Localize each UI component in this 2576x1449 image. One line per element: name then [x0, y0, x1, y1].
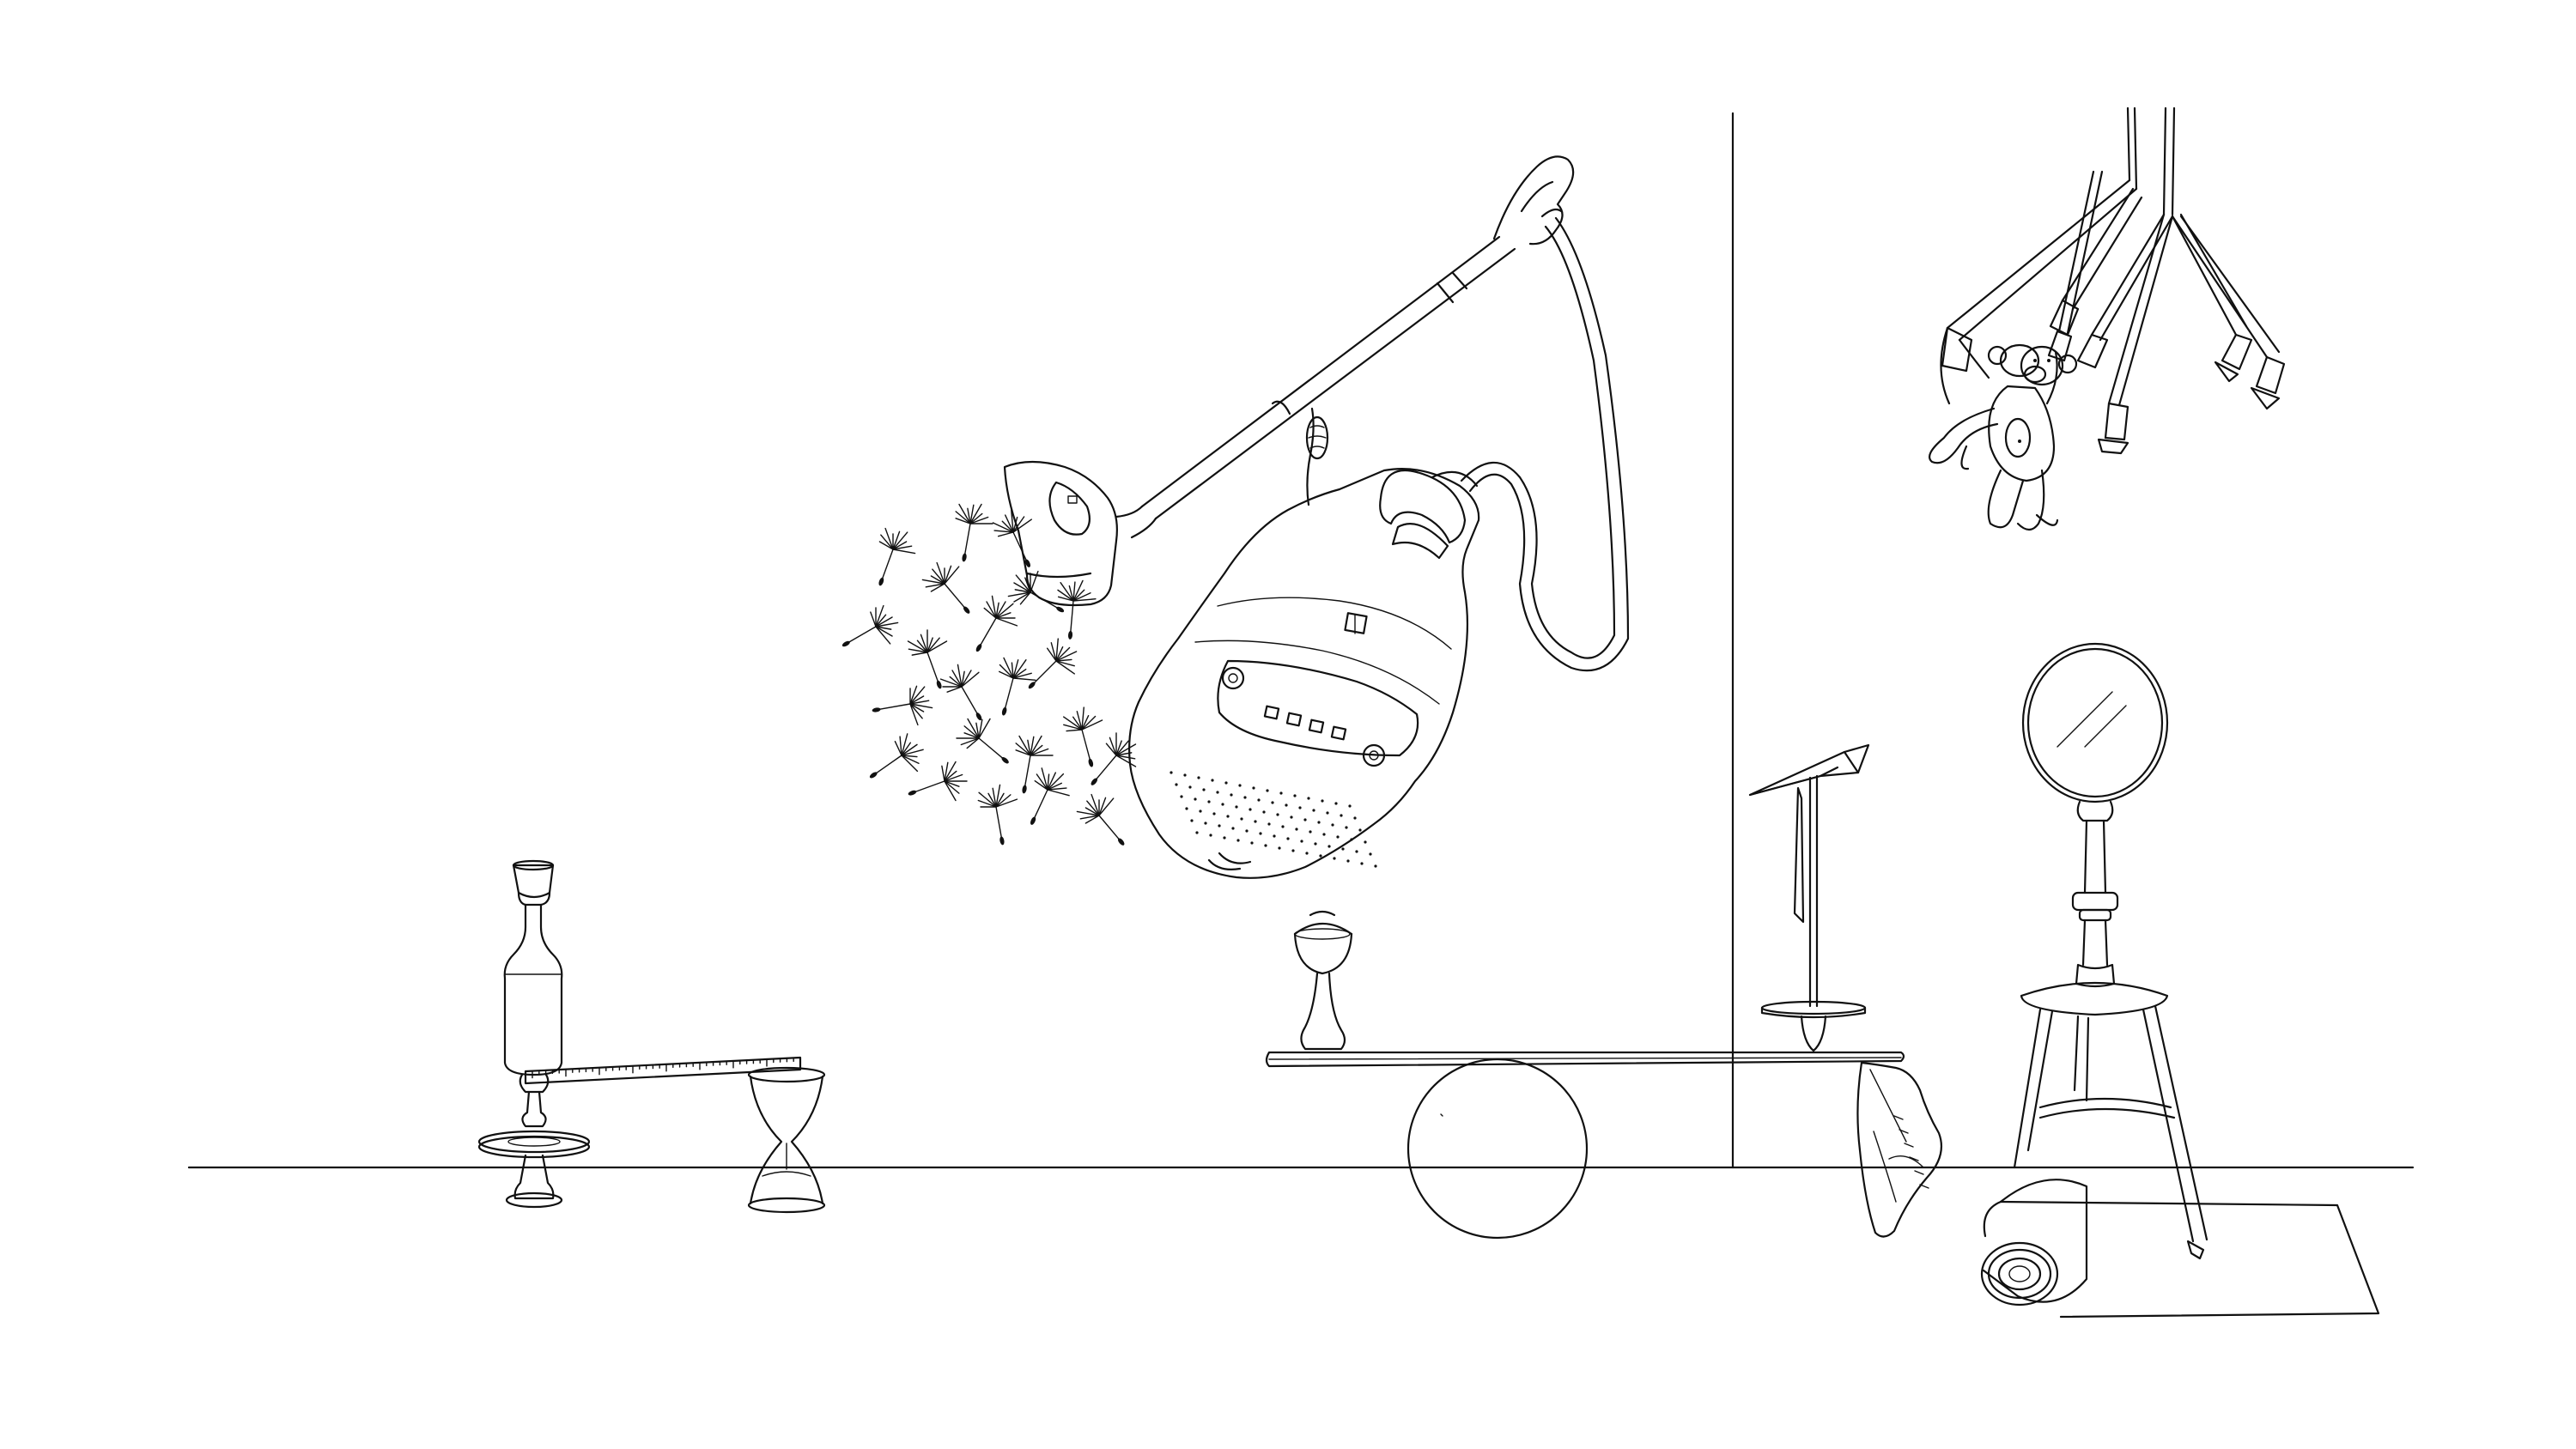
vacuum-hose — [1460, 216, 1630, 672]
dandelion-seed-icon — [1007, 570, 1065, 613]
dandelion-seed-icon — [1030, 767, 1070, 825]
dandelion-seed-icon — [1057, 579, 1097, 640]
dandelion-seed-icon — [1091, 732, 1137, 785]
dandelion-seed-icon — [1015, 735, 1054, 794]
hanging-monkey-mobile — [1929, 106, 2286, 531]
dandelion-seed-icon — [878, 527, 916, 586]
dandelion-seed-icon — [998, 657, 1036, 716]
dandelion-seed-icon — [908, 761, 968, 802]
dandelion-seed-icon — [1028, 638, 1078, 689]
vacuum-cleaner — [1128, 407, 1480, 879]
hourglass — [747, 1066, 826, 1214]
dandelion-seed-icon — [872, 685, 933, 726]
dandelion-seed-icon — [939, 664, 982, 721]
ruler — [524, 1056, 802, 1085]
dandelion-seed-icon — [977, 784, 1018, 846]
rolled-mat — [1980, 1179, 2380, 1319]
sphere-ball — [1406, 1058, 1589, 1240]
dandelion-seed-icon — [1076, 793, 1125, 846]
sneaker — [1856, 1061, 1942, 1238]
round-mirror-on-stool — [2013, 642, 2208, 1260]
dandelion-seed-icon — [841, 604, 899, 647]
dandelion-seed-icon — [921, 561, 970, 614]
dandelion-seed-icon — [992, 509, 1032, 567]
seesaw-plank — [1265, 1051, 1905, 1068]
wooden-spinning-top — [1293, 910, 1353, 1051]
dandelion-seed-icon — [955, 503, 993, 562]
origami-bird — [1748, 743, 1870, 1052]
dandelion-seed-icon — [975, 595, 1018, 652]
dandelion-seed-icon — [1063, 706, 1103, 767]
vacuum-wand — [1003, 155, 1575, 607]
dandelion-seeds — [841, 503, 1137, 846]
bottle-stack — [477, 859, 591, 1209]
dandelion-seed-icon — [956, 718, 1009, 764]
dandelion-seed-icon — [869, 733, 924, 779]
dandelion-seed-icon — [907, 629, 948, 689]
